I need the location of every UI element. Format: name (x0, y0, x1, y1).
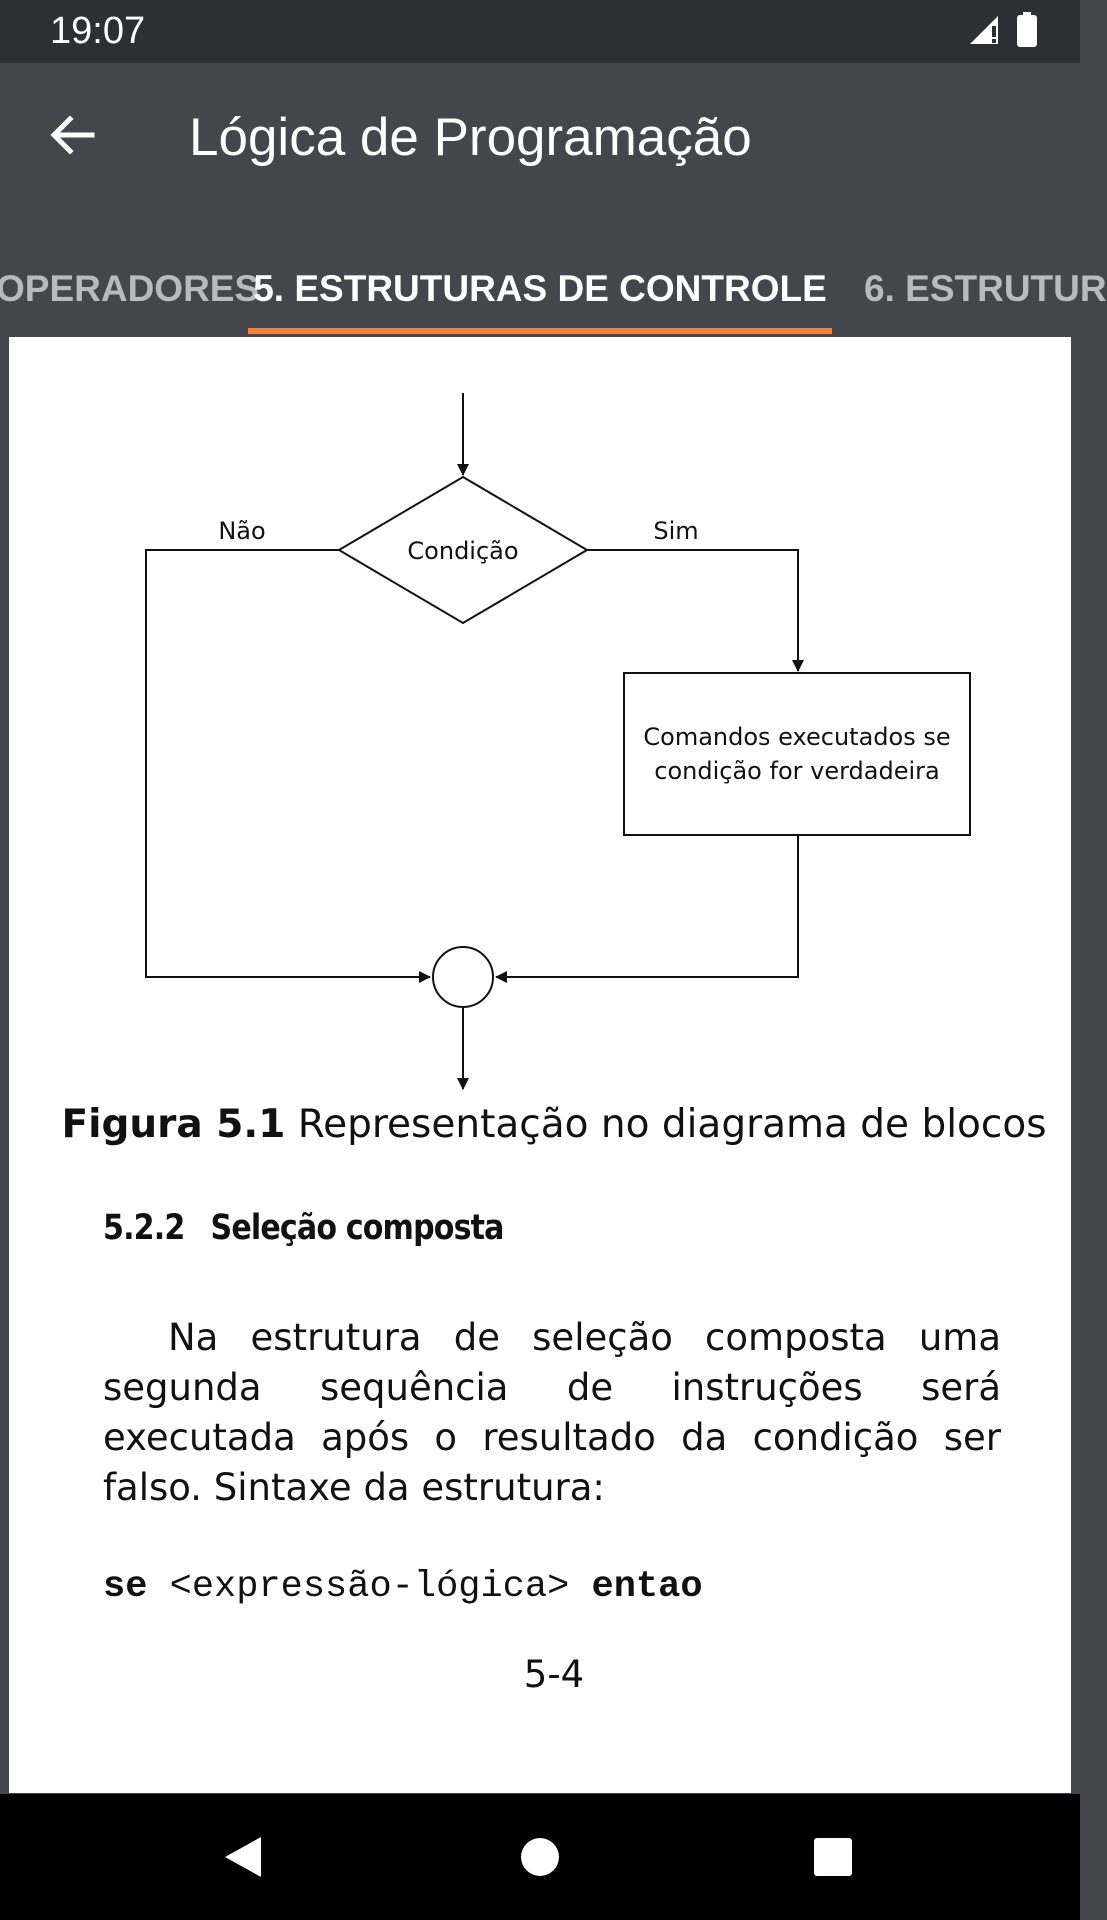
chapter-tabs: OPERADORES 5. ESTRUTURAS DE CONTROLE 6. … (0, 246, 1107, 336)
no-branch-line (145, 549, 431, 983)
back-button[interactable] (40, 103, 104, 167)
figure-caption-text: Representação no diagrama de blocos (285, 1102, 1047, 1147)
section-heading: 5.2.2 Seleção composta (103, 1208, 504, 1248)
nav-home-button[interactable] (500, 1824, 580, 1890)
signal-icon (968, 14, 1004, 51)
junction-circle (432, 946, 494, 1008)
process-label-line1: Comandos executados se (643, 723, 950, 751)
recents-square-icon (814, 1838, 852, 1876)
code-syntax-line: se <expressão-lógica> entao (103, 1566, 703, 1608)
tab-operadores[interactable]: OPERADORES (0, 268, 260, 309)
decision-label: Condição (407, 537, 518, 565)
figure-caption-number: Figura 5.1 (61, 1102, 286, 1147)
tab-next-chapter[interactable]: 6. ESTRUTUR (864, 268, 1107, 309)
status-bar: 19:07 (0, 0, 1080, 63)
yes-label: Sim (653, 517, 698, 545)
nav-recents-button[interactable] (793, 1824, 873, 1890)
section-number: 5.2.2 (103, 1208, 185, 1248)
code-keyword-se: se (103, 1566, 148, 1608)
figure-caption: Figura 5.1 Representação no diagrama de … (9, 1102, 1099, 1147)
status-time: 19:07 (50, 10, 146, 52)
process-box (623, 672, 971, 836)
body-paragraph: Na estrutura de seleção composta uma seg… (103, 1316, 1001, 1509)
status-icons (968, 11, 1038, 53)
home-circle-icon (521, 1838, 559, 1876)
battery-icon (1016, 11, 1038, 53)
tab-estruturas-de-controle[interactable]: 5. ESTRUTURAS DE CONTROLE (253, 268, 827, 309)
back-triangle-icon (225, 1837, 261, 1877)
app-title: Lógica de Programação (189, 108, 752, 167)
yes-branch-line (587, 549, 804, 672)
system-nav-bar (0, 1794, 1080, 1920)
code-expression: <expressão-lógica> (147, 1566, 592, 1608)
no-label: Não (218, 517, 265, 545)
section-title: Seleção composta (210, 1208, 505, 1248)
app-bar: Lógica de Programação OPERADORES 5. ESTR… (0, 63, 1107, 334)
page-number: 5-4 (523, 1653, 585, 1696)
code-keyword-entao: entao (591, 1566, 703, 1608)
process-label-line2: condição for verdadeira (654, 757, 939, 785)
decision-diamond (337, 475, 589, 625)
arrow-back-icon (50, 115, 95, 155)
yes-merge-line (495, 835, 799, 983)
tab-indicator (248, 328, 832, 334)
document-page[interactable]: Condição Não Sim Comandos executados se … (9, 337, 1071, 1793)
nav-back-button[interactable] (203, 1824, 283, 1890)
